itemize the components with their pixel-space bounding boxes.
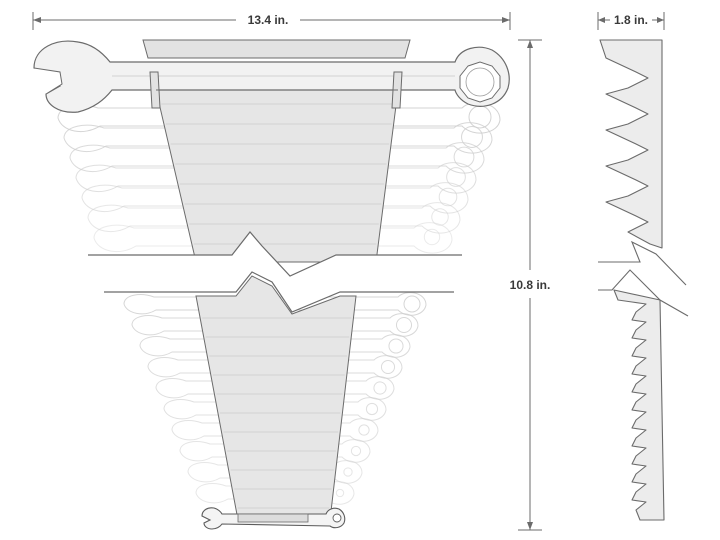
side-view [598,39,689,521]
smallest-wrench [201,507,346,530]
largest-wrench [33,40,510,113]
faded-wrench [195,481,355,505]
rack-bottom-section [195,275,357,521]
width-label: 13.4 in. [248,13,289,27]
faded-wrench [87,202,461,234]
rack-top-section [142,39,411,263]
faded-wrench [155,376,395,400]
side-profile-lower [613,289,665,521]
faded-wrench [179,439,371,463]
height-label: 10.8 in. [510,278,551,292]
width-dimension: 13.4 in. [32,12,511,30]
faded-wrench [171,418,379,442]
depth-label: 1.8 in. [614,13,648,27]
height-dimension: 10.8 in. [510,39,551,531]
side-profile-upper [599,39,663,249]
front-view [33,39,510,530]
faded-wrench [163,397,387,421]
faded-wrench [69,142,485,174]
faded-wrench [123,292,427,316]
rack-tabs [149,71,403,109]
faded-wrench [131,313,419,337]
stacked-wrenches-top [57,102,501,254]
faded-wrench [139,334,411,358]
faded-wrench [93,222,453,254]
stacked-wrenches-bottom [123,292,427,505]
depth-dimension: 1.8 in. [597,12,665,30]
faded-wrench [81,182,469,214]
faded-wrench [75,162,477,194]
break-line [88,231,462,313]
faded-wrench [187,460,363,484]
faded-wrench [63,122,493,154]
faded-wrench [147,355,403,379]
